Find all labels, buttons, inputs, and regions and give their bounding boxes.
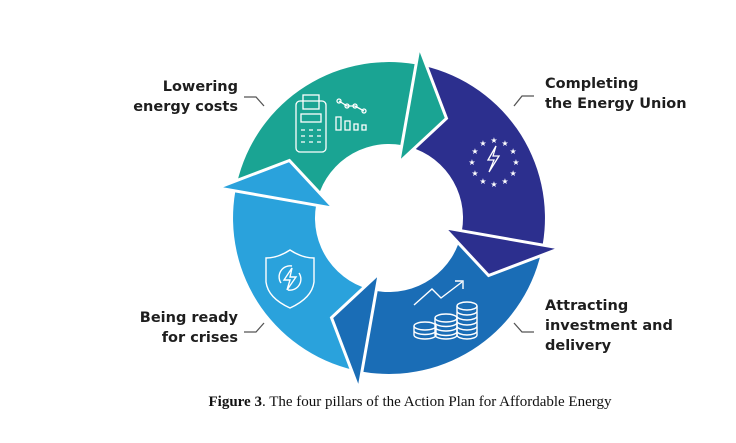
star-icon: ★ <box>490 180 497 189</box>
star-icon: ★ <box>490 136 497 145</box>
figure-caption: Figure 3. The four pillars of the Action… <box>0 394 736 411</box>
eu-stars-lightning-icon: ★★★★★★★★★★★★ <box>468 136 519 189</box>
star-icon: ★ <box>468 158 475 167</box>
leader-line-completing <box>513 95 534 107</box>
star-icon: ★ <box>512 158 519 167</box>
coins-growth-icon <box>413 280 478 340</box>
star-icon: ★ <box>510 147 517 156</box>
arrowhead-completing <box>439 225 567 278</box>
payment-terminal-chart-icon <box>295 94 367 153</box>
star-icon: ★ <box>510 169 517 178</box>
leader-line-ready <box>244 322 265 333</box>
leader-line-attracting <box>513 322 534 333</box>
figure-label: Figure 3 <box>208 394 262 410</box>
caption-text: . The four pillars of the Action Plan fo… <box>261 394 612 410</box>
star-icon: ★ <box>501 139 508 148</box>
arrowhead-ready <box>211 158 339 211</box>
star-icon: ★ <box>479 139 486 148</box>
star-icon: ★ <box>471 147 478 156</box>
shield-lightning-icon <box>265 249 315 309</box>
arrowhead-attracting <box>329 268 382 396</box>
leader-line-lowering <box>244 96 265 107</box>
arrowhead-lowering <box>396 40 449 168</box>
star-icon: ★ <box>501 177 508 186</box>
star-icon: ★ <box>479 177 486 186</box>
star-icon: ★ <box>471 169 478 178</box>
